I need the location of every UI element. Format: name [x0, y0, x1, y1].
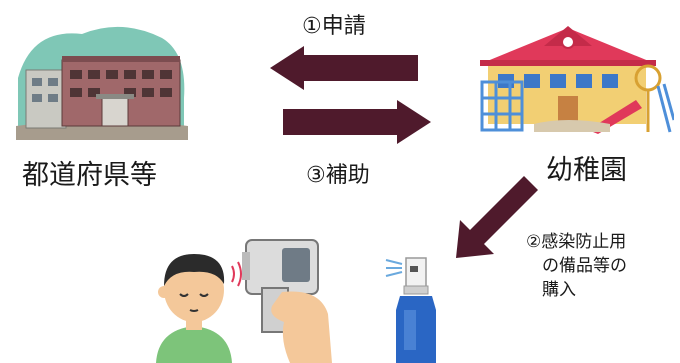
- spray-bottle-icon: [380, 252, 442, 363]
- arrow-purchase: [450, 170, 540, 260]
- purchase-note-line-1: ②感染防止用: [526, 232, 627, 252]
- thermometer-check-icon: [150, 222, 340, 363]
- kindergarten-building-icon: [478, 20, 674, 138]
- application-label: ①申請: [302, 14, 366, 39]
- government-building-icon: [12, 18, 190, 140]
- subsidy-label: ③補助: [306, 163, 370, 188]
- purchase-note: ②感染防止用 の備品等の 購入: [526, 230, 676, 302]
- purchase-note-line-3: 購入: [542, 280, 576, 300]
- arrow-application: [270, 46, 420, 90]
- kindergarten-label: 幼稚園: [546, 155, 627, 186]
- prefecture-label: 都道府県等: [22, 160, 157, 191]
- arrow-subsidy: [283, 100, 431, 144]
- purchase-note-line-2: の備品等の: [542, 256, 627, 276]
